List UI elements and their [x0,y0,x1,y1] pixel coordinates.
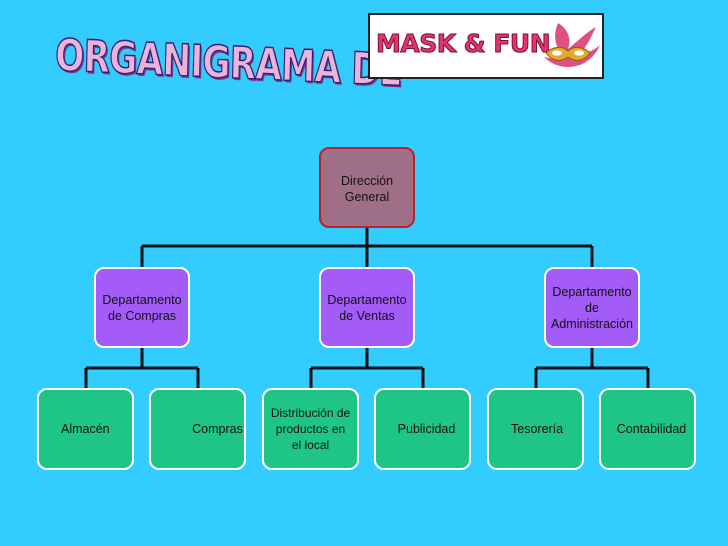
node-contabilidad: Contabilidad [599,388,696,470]
carnival-mask-icon [544,23,600,67]
node-direccion-general: Dirección General [319,147,415,228]
node-almacen: Almacén [37,388,134,470]
node-departamento-administracion: Departamento de Administración [544,267,640,348]
mask-and-fun-logo: MASK & FUN [368,13,604,79]
logo-text: MASK & FUN [375,29,551,59]
node-departamento-ventas: Departamento de Ventas [319,267,415,348]
node-compras: Compras [149,388,246,470]
node-distribucion-local: Distribución de productos en el local [262,388,359,470]
node-publicidad: Publicidad [374,388,471,470]
node-departamento-compras: Departamento de Compras [94,267,190,348]
node-tesoreria: Tesorería [487,388,584,470]
